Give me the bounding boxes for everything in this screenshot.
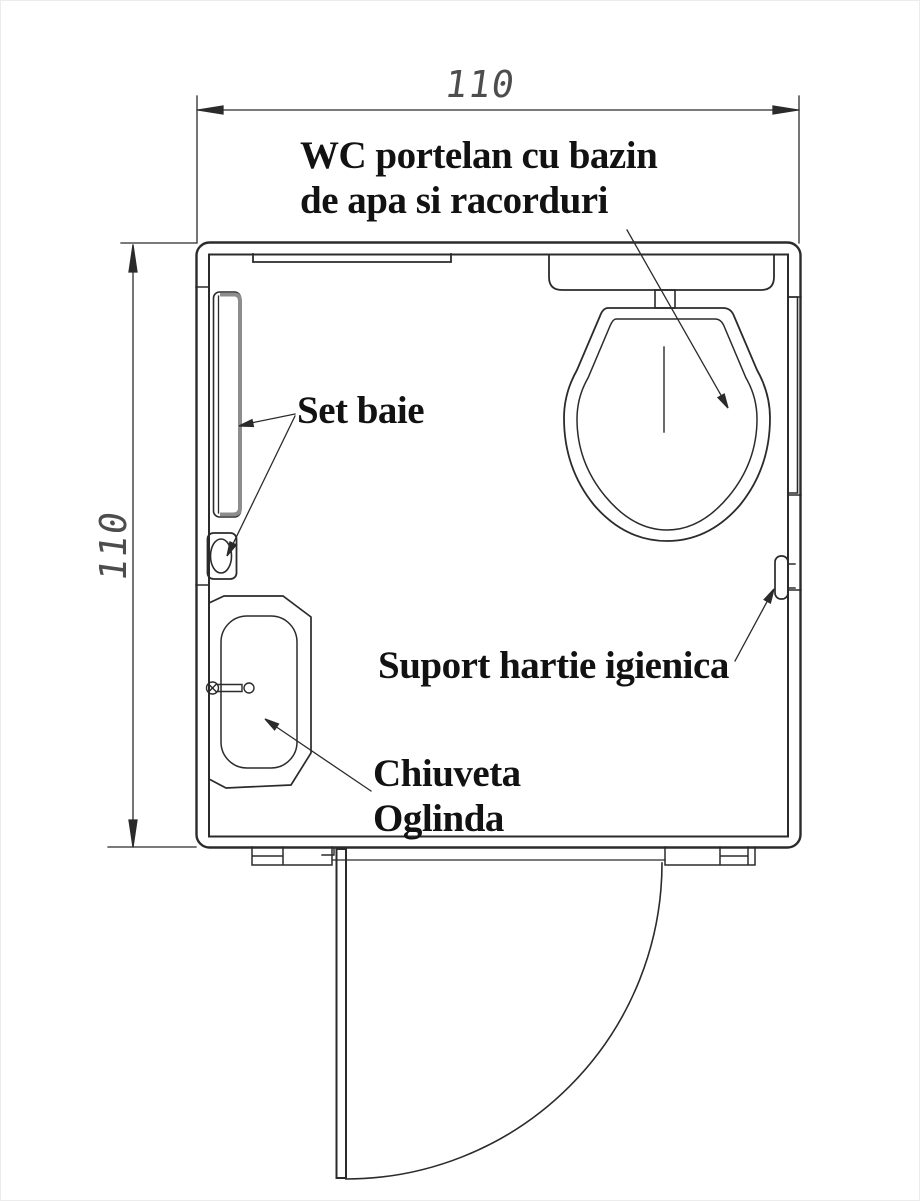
right-wall-panel — [788, 296, 799, 494]
toilet-drawing — [548, 254, 775, 542]
mirror-panel-drawing — [212, 291, 242, 518]
leader-set-baie-dish-arrow — [226, 540, 238, 557]
toilet-cistern — [548, 254, 775, 291]
oglinda-annotation-line: Oglinda — [373, 797, 504, 840]
faucet-valve-cross — [207, 683, 218, 693]
leader-lines — [226, 229, 775, 792]
toilet-bowl-outer — [563, 307, 771, 542]
dimension-left — [107, 242, 197, 848]
soap-dish-outline — [206, 532, 238, 580]
leader-set-baie-mirror — [250, 413, 296, 424]
mirror-panel-gray-edge — [220, 292, 242, 517]
paper-holder-body — [774, 555, 789, 600]
dimension-top-label: 110 — [442, 63, 518, 106]
faucet-knob — [243, 682, 255, 694]
door-sill-left — [251, 846, 333, 866]
dimension-top-extension-lines — [196, 95, 800, 244]
wc-annotation-line2: de apa si racorduri — [300, 179, 608, 222]
chiuveta-annotation-line: Chiuveta — [373, 752, 521, 795]
wc-annotation-line1: WC portelan cu bazin — [300, 134, 658, 177]
leader-set-baie-dish — [230, 415, 296, 549]
sink-counter-outline — [207, 595, 312, 789]
door-drawing — [251, 846, 756, 1180]
dimension-left-extension-lines — [107, 242, 197, 848]
sink-drawing — [205, 595, 312, 789]
leader-wc-arrow — [716, 393, 729, 409]
paper-holder-bracket — [787, 563, 796, 589]
soap-dish-bowl — [209, 538, 233, 574]
chiuveta-oglinda-annotation: Chiuveta Oglinda — [373, 751, 521, 841]
top-wall-strip — [252, 253, 452, 263]
wc-annotation: WC portelan cu bazin de apa si racorduri — [300, 133, 658, 223]
paper-holder-drawing — [774, 555, 796, 600]
leader-set-baie-mirror-arrow — [238, 418, 255, 428]
leader-chiuveta — [274, 725, 372, 792]
soap-dish-drawing — [206, 532, 238, 580]
outer-wall — [195, 241, 802, 849]
sink-faucet — [205, 681, 255, 695]
set-baie-annotation: Set baie — [297, 389, 425, 432]
wall-joint-ticks — [195, 286, 802, 591]
door-swing-arc — [345, 862, 663, 1180]
faucet-spout — [217, 683, 243, 693]
dimension-left-label: 110 — [92, 508, 135, 584]
mirror-panel-outline — [212, 291, 242, 518]
inner-wall — [208, 253, 789, 838]
dimension-top — [196, 95, 800, 244]
door-hinge-mark — [321, 847, 335, 856]
dimension-left-arrow-bottom — [128, 819, 138, 848]
suport-hartie-annotation: Suport hartie igienica — [378, 644, 729, 687]
faucet-valve-circle — [205, 681, 220, 695]
leader-suport-arrow — [763, 588, 775, 604]
door-sill-right — [664, 846, 756, 866]
leader-wc — [626, 229, 723, 398]
dimension-top-arrow-left — [197, 105, 224, 115]
dimension-top-arrow-right — [772, 105, 799, 115]
door-leaf — [335, 848, 347, 1179]
leader-suport — [734, 597, 770, 662]
door-sills — [251, 846, 756, 866]
toilet-bowl-inner — [576, 318, 758, 531]
room-walls — [195, 241, 802, 849]
toilet-connector — [654, 289, 676, 309]
dimension-left-arrow-top — [128, 244, 138, 273]
leader-chiuveta-arrow — [264, 718, 280, 731]
